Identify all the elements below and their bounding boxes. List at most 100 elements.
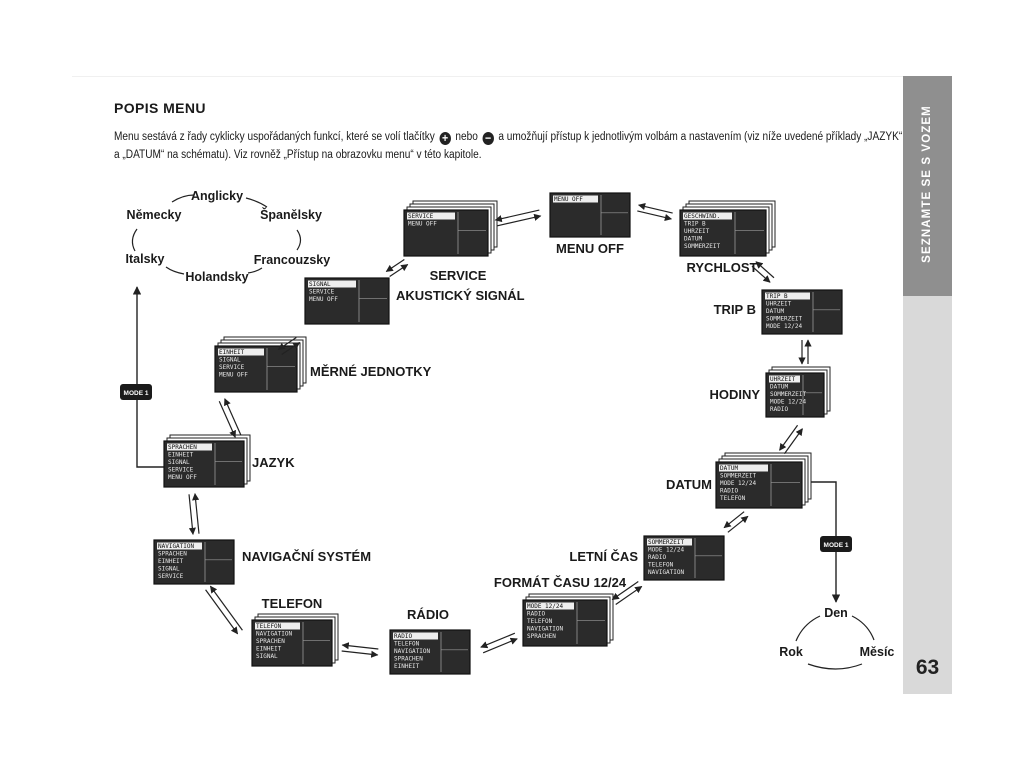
screen-line: RADIO [720,488,738,495]
forward-arrow [277,337,297,351]
backward-arrow [281,341,301,355]
intro-text-1a: Menu sestává z řady cyklicky uspořádanýc… [114,131,435,143]
screen-line-selected: UHRZEIT [770,376,796,383]
side-tab-strip [903,76,952,296]
screen-line: SPRACHEN [158,551,187,558]
screen-line: MENU OFF [219,372,248,379]
forward-arrow [209,585,243,631]
screen-line-selected: EINHEIT [219,349,245,356]
screen-line-selected: SPRACHEN [168,444,197,451]
selected-row-highlight [167,443,212,451]
screen-line: MODE 12/24 [770,399,807,406]
screen-label: LETNÍ ČAS [569,549,638,564]
intro-paragraph: Menu sestává z řady cyklicky uspořádanýc… [114,128,902,164]
screen-label: AKUSTICKÝ SIGNÁL [396,288,525,303]
screen-line: RADIO [648,554,666,561]
backward-arrow [482,637,518,654]
screen-line: MODE 12/24 [766,323,803,330]
screen-line: NAVIGATION [256,631,293,638]
backward-arrow [637,203,673,214]
backward-arrow [494,209,540,223]
language-italian: Italsky [126,252,165,266]
forward-arrow [480,632,516,649]
screen-line: MODE 12/24 [648,547,685,554]
screen-line-selected: SOMMERZEIT [648,539,685,546]
screen-line: RADIO [527,611,545,618]
screen-line: EINHEIT [158,558,184,565]
screen-line: MENU OFF [168,474,197,481]
backward-arrow [218,400,236,438]
screen-label: FORMÁT ČASU 12/24 [494,575,627,590]
screen-label: MĚRNÉ JEDNOTKY [310,364,432,379]
screen-line: SERVICE [168,467,194,474]
selected-row-highlight [218,348,264,356]
selected-row-highlight [407,212,455,220]
screen-line-selected: SIGNAL [309,281,331,288]
screen-line: UHRZEIT [766,301,792,308]
screen-line: MODE 12/24 [720,480,757,487]
screen-line: EINHEIT [394,663,420,670]
selected-row-highlight [526,602,574,610]
screen-label: NAVIGAČNÍ SYSTÉM [242,549,371,564]
cycle-arc [171,194,195,203]
screen-line-selected: MODE 12/24 [527,603,564,610]
cycle-arc [247,267,263,274]
screen-line: SOMMERZEIT [684,243,721,250]
manual-page [72,76,952,695]
section-heading: POPIS MENU [114,100,206,116]
plus-button-icon: + [439,132,451,145]
screen-line: SERVICE [309,289,335,296]
forward-arrow [751,265,771,283]
selected-row-highlight [683,212,732,220]
forward-arrow [389,263,409,277]
language-dutch: Holandsky [185,270,248,284]
mode-path-language [132,286,164,468]
screen-line-selected: NAVIGATION [158,543,195,550]
screen-line-selected: DATUM [720,465,738,472]
screen-line: SPRACHEN [256,638,285,645]
selected-row-highlight [765,292,810,300]
selected-row-highlight [647,538,692,546]
forward-arrow [779,424,799,451]
backward-arrow [205,589,239,635]
selected-row-highlight [255,622,300,630]
screen-line: SOMMERZEIT [720,473,757,480]
screen-line: SIGNAL [168,459,190,466]
intro-text-1b: a umožňují přístup k jednotlivým volbám … [498,131,903,143]
selected-row-highlight [769,375,800,383]
screen-label: JAZYK [252,455,295,470]
screen-label: MENU OFF [556,241,624,256]
backward-arrow [341,650,379,658]
forward-arrow [723,511,745,529]
screen-line-selected: TELEFON [256,623,282,630]
screen-line: DATUM [684,236,702,243]
forward-arrow [611,581,639,601]
backward-arrow [188,494,196,536]
screen-label: TRIP B [714,302,756,317]
screen-line: UHRZEIT [684,228,710,235]
selected-row-highlight [719,464,768,472]
forward-arrow [496,213,542,227]
screen-line: DATUM [770,384,788,391]
screen-line: EINHEIT [168,452,194,459]
selected-row-highlight [308,280,356,288]
screen-line: SIGNAL [158,566,180,573]
forward-arrow [341,642,379,650]
page-number: 63 [915,656,940,679]
backward-arrow [615,585,643,605]
cycle-arc [165,266,185,275]
backward-arrow [727,515,749,533]
screen-line: TRIP B [684,221,706,228]
